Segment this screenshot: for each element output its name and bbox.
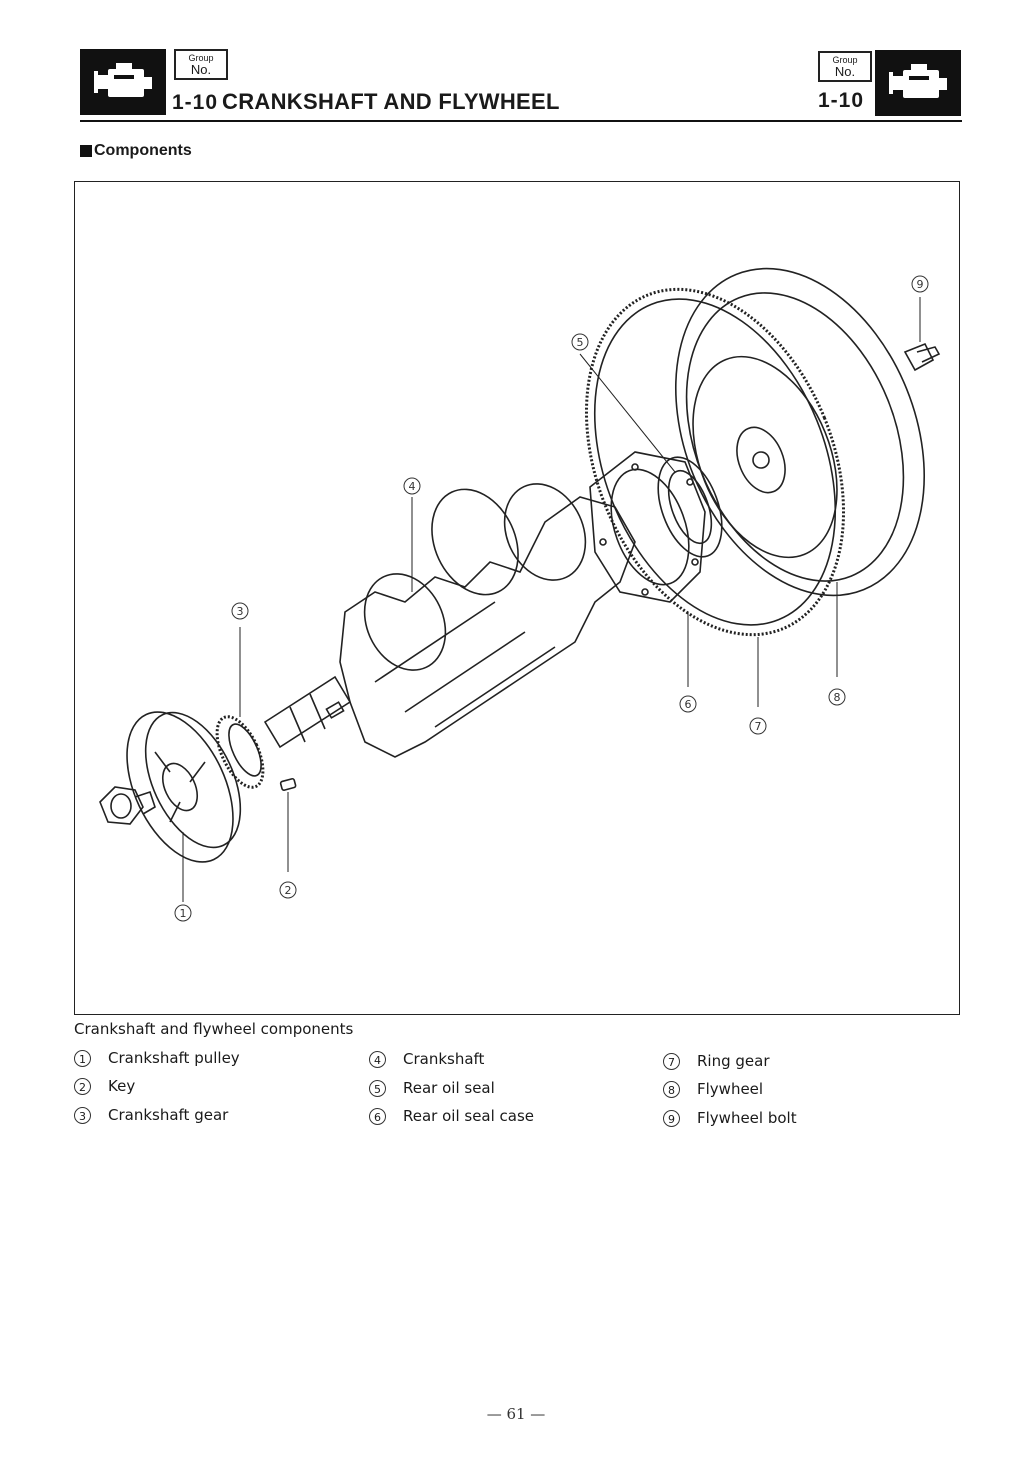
legend-number: 6 (369, 1108, 386, 1125)
page-number: — 61 — (0, 1405, 1032, 1423)
legend-number: 9 (663, 1110, 680, 1127)
flywheel-drawing (630, 231, 960, 632)
legend-number: 5 (369, 1080, 386, 1097)
legend-number: 3 (74, 1107, 91, 1124)
section-label: Components (94, 142, 192, 160)
title-text: CRANKSHAFT AND FLYWHEEL (222, 89, 560, 114)
group-no-label: No. (176, 63, 226, 77)
legend-label: Flywheel bolt (697, 1109, 797, 1127)
legend-item: 1 Crankshaft pulley (74, 1049, 240, 1067)
crankshaft-illustration: 1 2 3 4 5 6 7 8 9 (75, 182, 960, 1015)
svg-text:4: 4 (409, 480, 416, 493)
svg-text:8: 8 (834, 691, 841, 704)
flywheel-bolt-drawing (905, 344, 939, 370)
group-no-label-right: No. (820, 65, 870, 79)
svg-text:2: 2 (285, 884, 292, 897)
callout-8: 8 (829, 689, 845, 705)
group-number-box-right: Group No. (818, 51, 872, 82)
callout-3: 3 (232, 603, 248, 619)
legend-item: 7 Ring gear (663, 1052, 770, 1070)
legend-label: Key (108, 1077, 135, 1095)
legend-item: 6 Rear oil seal case (369, 1107, 534, 1125)
engine-icon-right (875, 50, 961, 116)
header-rule (80, 120, 962, 122)
callout-9: 9 (912, 276, 928, 292)
legend-label: Rear oil seal case (403, 1107, 534, 1125)
callout-1: 1 (175, 905, 191, 921)
legend-item: 5 Rear oil seal (369, 1079, 495, 1097)
legend-item: 3 Crankshaft gear (74, 1106, 228, 1124)
legend-label: Ring gear (697, 1052, 770, 1070)
legend-number: 7 (663, 1053, 680, 1070)
svg-text:5: 5 (577, 336, 584, 349)
legend-label: Rear oil seal (403, 1079, 495, 1097)
svg-text:6: 6 (685, 698, 692, 711)
legend-item: 2 Key (74, 1077, 135, 1095)
section-heading: Components (80, 142, 192, 160)
key-drawing (280, 778, 296, 790)
legend-number: 8 (663, 1081, 680, 1098)
legend-label: Flywheel (697, 1080, 763, 1098)
group-number-box: Group No. (174, 49, 228, 80)
exploded-diagram: 1 2 3 4 5 6 7 8 9 (74, 181, 960, 1015)
callout-6: 6 (680, 696, 696, 712)
legend-number: 1 (74, 1050, 91, 1067)
legend-item: 8 Flywheel (663, 1080, 763, 1098)
svg-text:3: 3 (237, 605, 244, 618)
oil-seal-case-drawing (590, 452, 705, 602)
title-number: 1-10 (172, 91, 218, 114)
crankshaft-drawing (265, 471, 635, 757)
svg-text:7: 7 (755, 720, 762, 733)
callout-2: 2 (280, 882, 296, 898)
svg-text:1: 1 (180, 907, 187, 920)
section-number-right: 1-10 (818, 89, 864, 113)
legend-item: 9 Flywheel bolt (663, 1109, 797, 1127)
legend-number: 2 (74, 1078, 91, 1095)
callout-4: 4 (404, 478, 420, 494)
figure-caption: Crankshaft and flywheel components (74, 1020, 353, 1038)
callout-5: 5 (572, 334, 588, 350)
engine-icon (80, 49, 166, 115)
callout-7: 7 (750, 718, 766, 734)
legend-label: Crankshaft gear (108, 1106, 228, 1124)
crankshaft-gear-drawing (208, 710, 273, 794)
square-bullet-icon (80, 145, 92, 157)
svg-text:9: 9 (917, 278, 924, 291)
legend-label: Crankshaft (403, 1050, 484, 1068)
legend-item: 4 Crankshaft (369, 1050, 484, 1068)
pulley-nut-drawing (100, 787, 155, 824)
legend-label: Crankshaft pulley (108, 1049, 240, 1067)
legend-number: 4 (369, 1051, 386, 1068)
